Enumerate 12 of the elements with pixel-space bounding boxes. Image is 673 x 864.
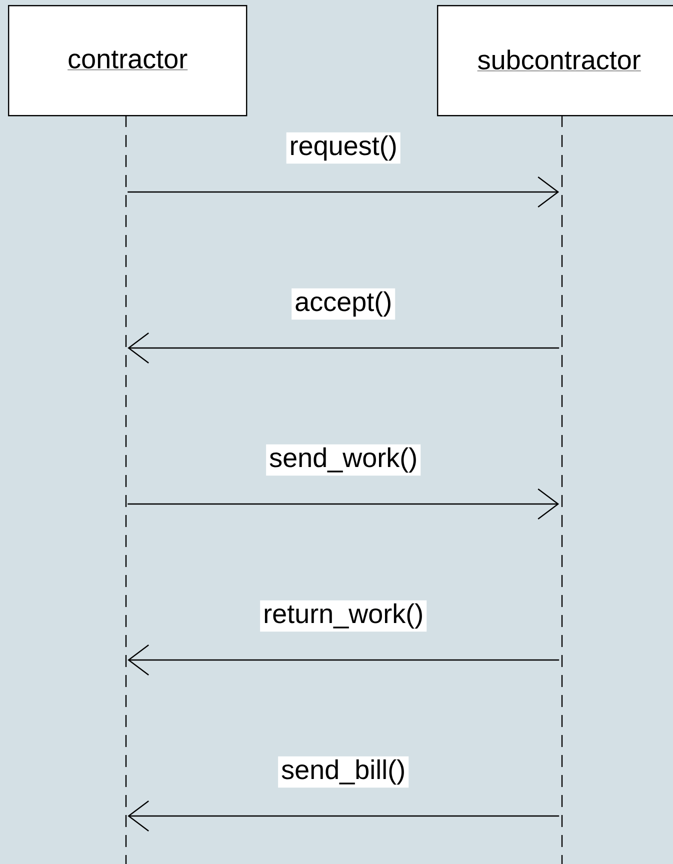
edge-label: request() bbox=[286, 132, 400, 164]
message-arrow bbox=[128, 800, 560, 832]
edge-label: send_bill() bbox=[278, 756, 409, 788]
message-arrow bbox=[128, 332, 560, 364]
message-arrow bbox=[128, 488, 560, 520]
edge-label: return_work() bbox=[260, 600, 427, 632]
object-box: subcontractor bbox=[437, 5, 673, 116]
message-arrow bbox=[128, 176, 560, 208]
edge-label: send_work() bbox=[266, 444, 421, 476]
message-arrow bbox=[128, 644, 560, 676]
object-box: contractor bbox=[8, 5, 248, 116]
edge-label: accept() bbox=[292, 288, 396, 320]
